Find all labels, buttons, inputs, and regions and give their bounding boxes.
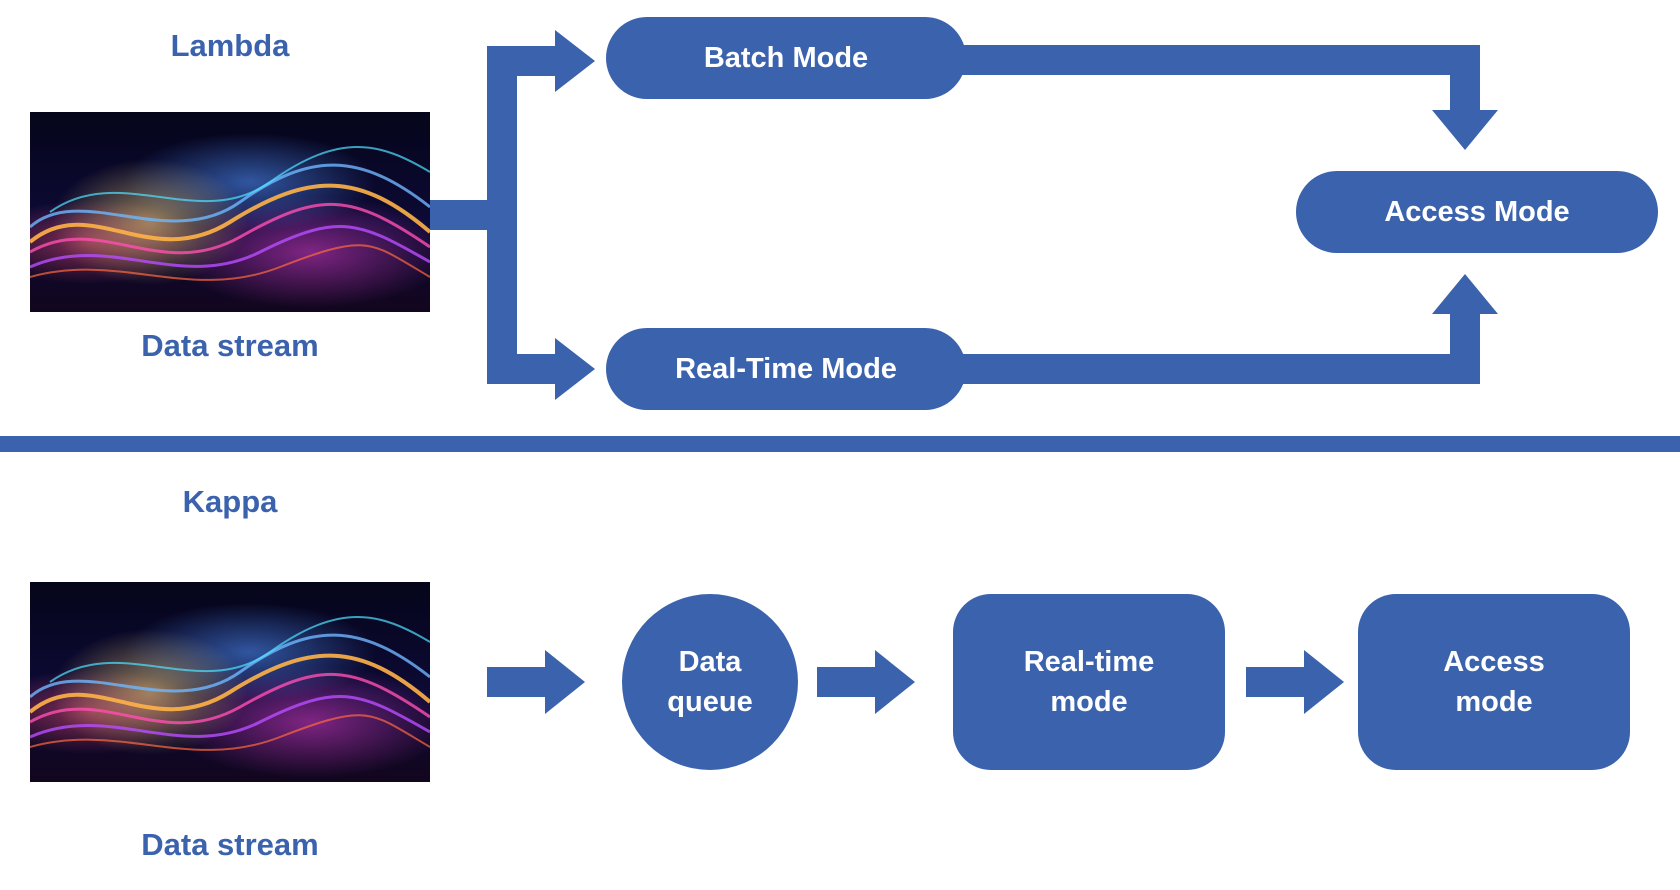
kappa-arrow-1-head [545, 650, 585, 714]
batch-to-access-horizontal [960, 45, 1480, 75]
realtime-mode-node: Real-Time Mode [606, 328, 966, 410]
section-divider [0, 436, 1680, 452]
data-queue-node: Data queue [622, 594, 798, 770]
kappa-realtime-mode-node: Real-time mode [953, 594, 1225, 770]
realtime-to-access-vertical [1450, 312, 1480, 384]
data-stream-image [30, 582, 430, 782]
kappa-image-caption: Data stream [141, 827, 319, 862]
batch-to-access-vertical [1450, 45, 1480, 112]
lambda-image-caption: Data stream [141, 328, 319, 363]
kappa-arrow-3-head [1304, 650, 1344, 714]
kappa-arrow-2-head [875, 650, 915, 714]
kappa-title: Kappa [182, 484, 278, 519]
kappa-arrow-3-shaft [1246, 667, 1306, 697]
kappa-arrow-2-shaft [817, 667, 877, 697]
lambda-trunk [428, 200, 495, 230]
lambda-title: Lambda [170, 28, 290, 63]
arrow-into-access-top [1432, 110, 1498, 150]
data-stream-image [30, 112, 430, 312]
access-mode-node: Access Mode [1296, 171, 1658, 253]
realtime-to-access-horizontal [960, 354, 1480, 384]
lambda-branch-vertical [487, 46, 517, 384]
lambda-branch-bottom [487, 354, 557, 384]
arrow-to-batch [555, 30, 595, 92]
kappa-access-mode-node: Access mode [1358, 594, 1630, 770]
lambda-branch-top [487, 46, 557, 76]
batch-mode-node: Batch Mode [606, 17, 966, 99]
arrow-into-access-bottom [1432, 274, 1498, 314]
kappa-arrow-1-shaft [487, 667, 547, 697]
arrow-to-realtime [555, 338, 595, 400]
